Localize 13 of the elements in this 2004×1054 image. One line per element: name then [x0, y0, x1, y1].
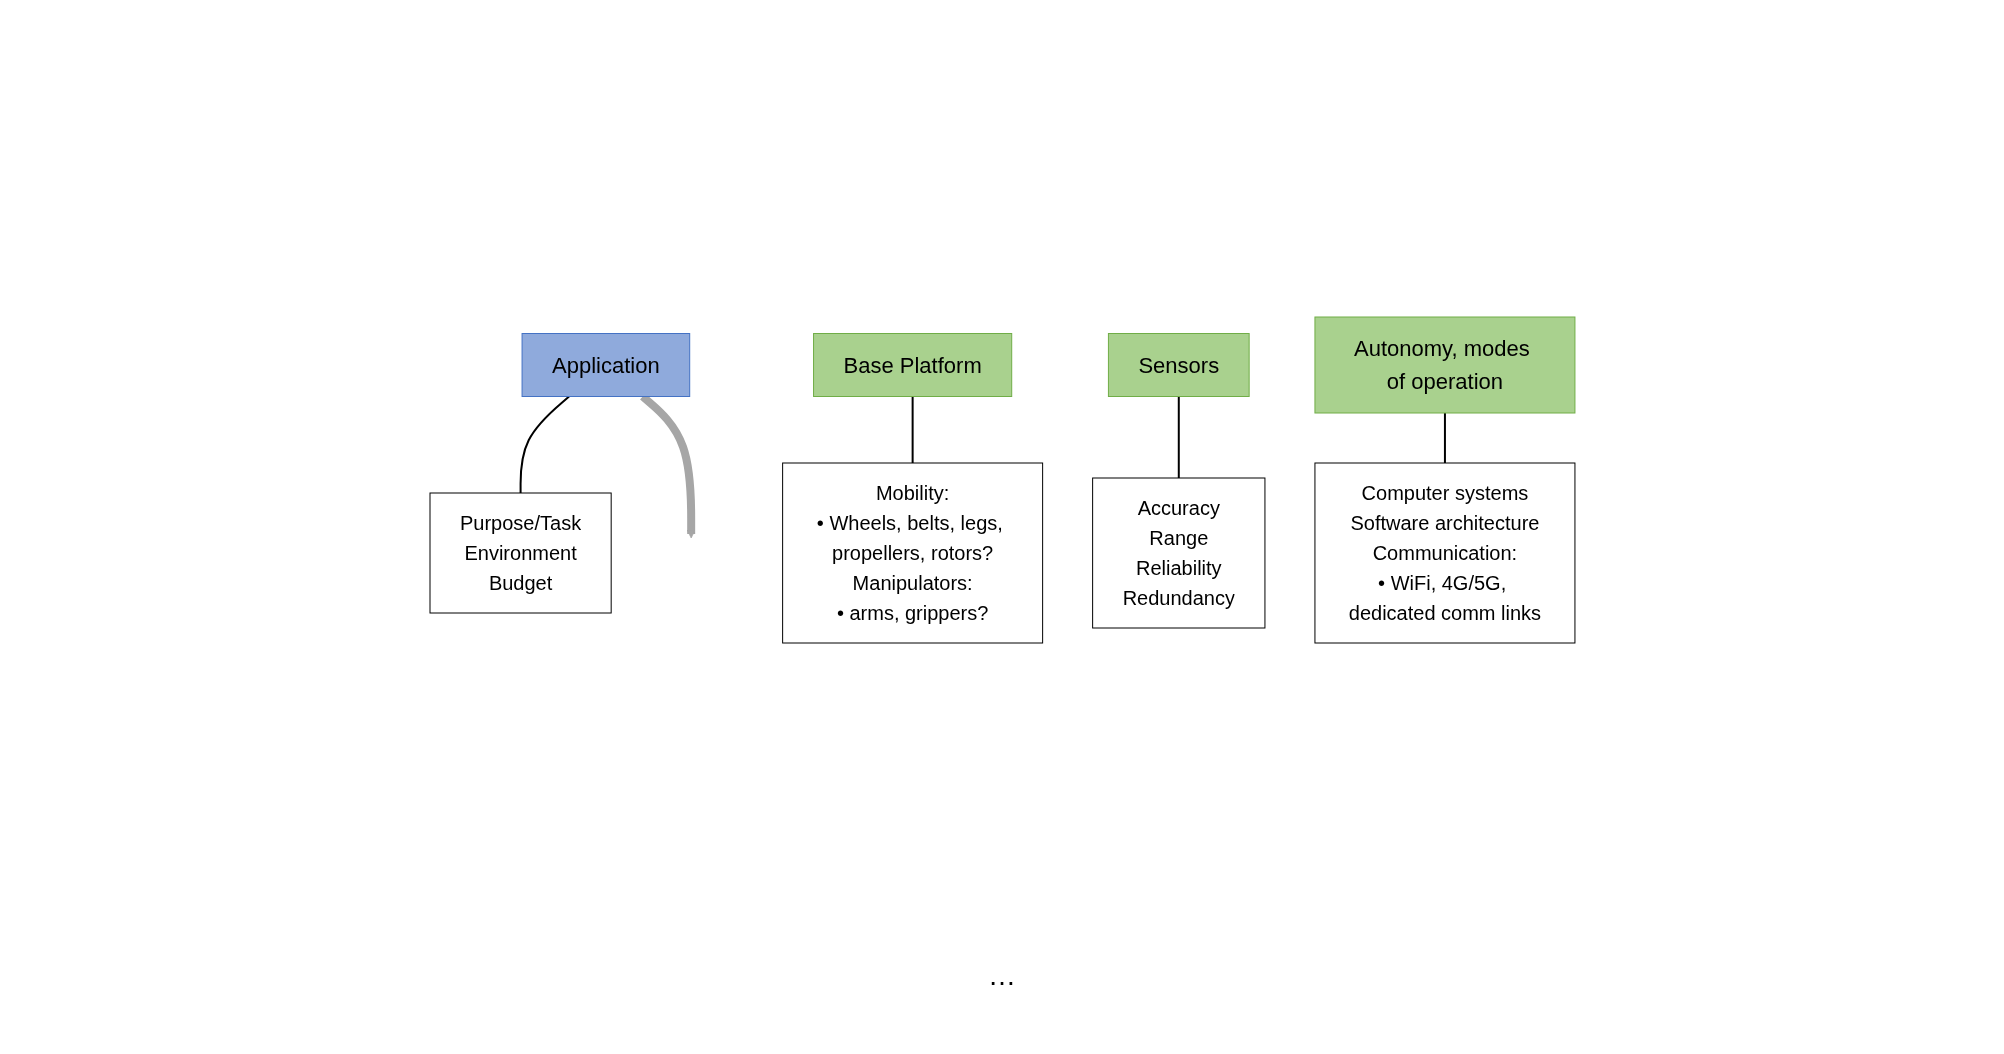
- connector: [1177, 395, 1180, 479]
- node-box: Base Platform: [812, 333, 1012, 397]
- connector: [911, 395, 914, 464]
- node-box: Sensors: [1107, 333, 1250, 397]
- node-box: Accuracy Range Reliability Redundancy: [1091, 477, 1265, 629]
- node-box: Computer systems Software architecture Communication: • WiFi, 4G/5G, dedicated comm links: [1313, 462, 1575, 644]
- node-box: Application: [521, 333, 690, 397]
- connector: [519, 395, 570, 494]
- connector: [1443, 412, 1446, 464]
- node-box: Purpose/Task Environment Budget: [429, 492, 612, 614]
- node-box: Autonomy, modes of operation: [1313, 316, 1575, 414]
- ellipsis-note: …: [988, 960, 1016, 992]
- node-box: Mobility: • Wheels, belts, legs, propellers, rotors? Manipulators: • arms, grippers?: [781, 462, 1043, 644]
